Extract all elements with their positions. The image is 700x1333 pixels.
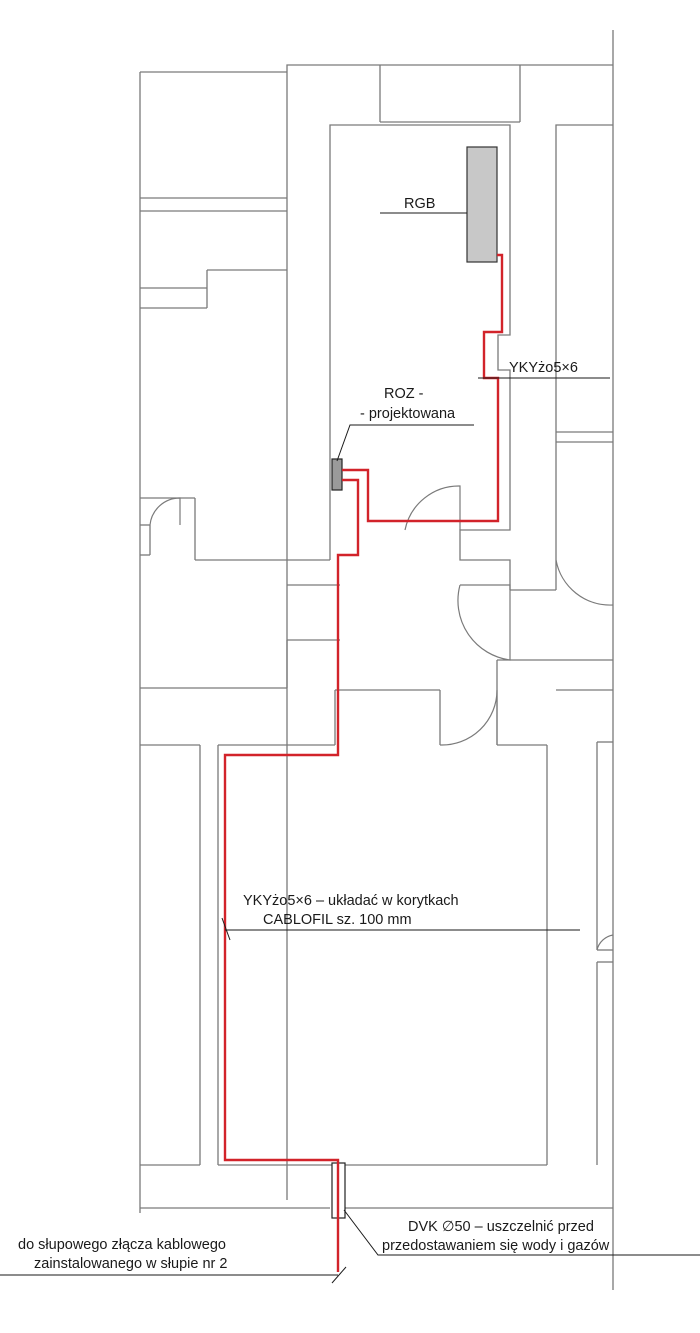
walls	[139, 30, 614, 1290]
label-cable-main-line1: YKYżo5×6 – układać w korytkach	[243, 893, 459, 909]
label-roz-line1: ROZ -	[384, 386, 424, 402]
label-dvk-line1: DVK ∅50 – uszczelnić przed	[408, 1219, 594, 1235]
label-connector-line1: do słupowego złącza kablowego	[18, 1237, 226, 1253]
label-cable-upper: YKYżo5×6	[509, 360, 578, 376]
label-dvk-line2: przedostawaniem się wody i gazów	[382, 1238, 610, 1254]
rgb-panel	[466, 146, 498, 263]
cable-roz-to-pole	[223, 478, 360, 1272]
doors	[149, 485, 614, 951]
label-cable-main-line2: CABLOFIL sz. 100 mm	[263, 912, 412, 928]
label-roz-line2: - projektowana	[360, 406, 456, 422]
roz-panel	[331, 458, 343, 491]
label-rgb: RGB	[404, 196, 435, 212]
leader-lines	[0, 212, 700, 1284]
label-connector-line2: zainstalowanego w słupie nr 2	[34, 1256, 227, 1272]
